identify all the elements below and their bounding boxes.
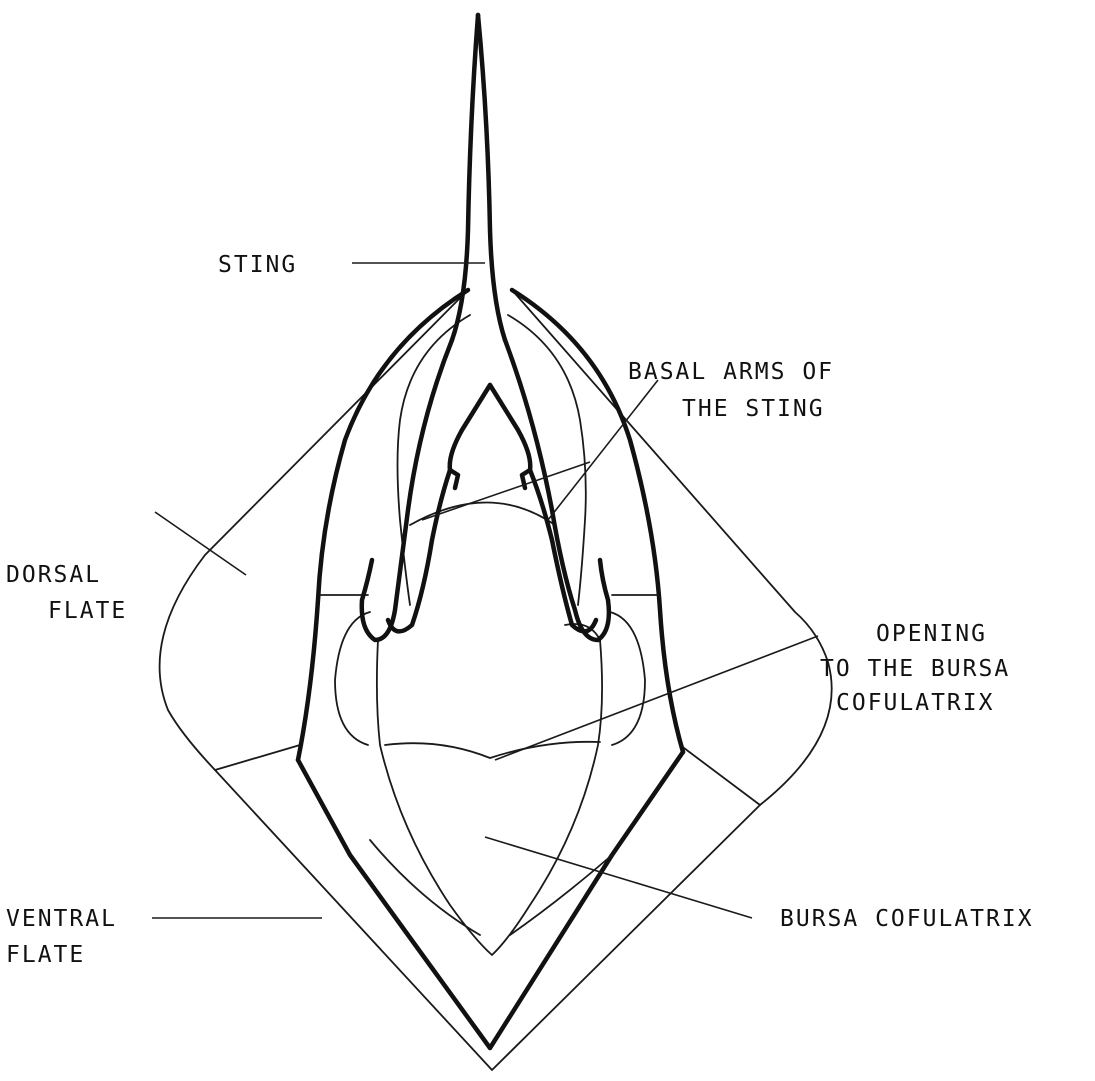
label-dorsal-plate-line1: DORSAL bbox=[6, 562, 101, 588]
leader-basal-arms-left bbox=[422, 462, 590, 520]
plate-divider-left bbox=[215, 745, 300, 770]
label-ventral-plate-line2: FLATE bbox=[6, 942, 85, 968]
label-basal-arms-line1: BASAL ARMS OF bbox=[628, 359, 834, 385]
basal-arm-right bbox=[505, 340, 609, 640]
label-dorsal-plate-line2: FLATE bbox=[48, 598, 127, 624]
bulge-right bbox=[610, 612, 645, 745]
bursa-copulatrix-body bbox=[377, 624, 602, 955]
bursa-upper-arc bbox=[410, 503, 555, 526]
label-basal-arms-line2: THE STING bbox=[682, 396, 825, 422]
label-bursa-copulatrix: BURSA COFULATRIX bbox=[780, 906, 1034, 932]
inner-lobe-right bbox=[508, 315, 586, 605]
label-sting: STING bbox=[218, 252, 297, 278]
sting-shaft-right bbox=[478, 15, 505, 340]
leader-dorsal-plate bbox=[155, 512, 246, 575]
inner-v-line-right bbox=[510, 855, 612, 935]
plate-divider-right bbox=[680, 745, 760, 805]
basal-arm-left bbox=[362, 340, 452, 640]
label-opening-line2: TO THE BURSA bbox=[820, 656, 1010, 682]
sting-shaft bbox=[452, 15, 478, 340]
bulge-left bbox=[335, 612, 370, 745]
label-ventral-plate-line1: VENTRAL bbox=[6, 906, 117, 932]
ventral-v-border bbox=[298, 752, 683, 1048]
inner-v-line-left bbox=[370, 840, 480, 935]
leader-basal-arms-right bbox=[548, 380, 658, 520]
bursa-opening-line bbox=[385, 742, 600, 758]
basal-arm-left-inner bbox=[388, 385, 490, 631]
label-opening-line1: OPENING bbox=[876, 621, 987, 647]
label-opening-line3: COFULATRIX bbox=[836, 690, 994, 716]
leader-opening bbox=[495, 636, 818, 760]
basal-arm-notch-left bbox=[450, 470, 458, 488]
inner-lobe-left bbox=[398, 315, 471, 605]
